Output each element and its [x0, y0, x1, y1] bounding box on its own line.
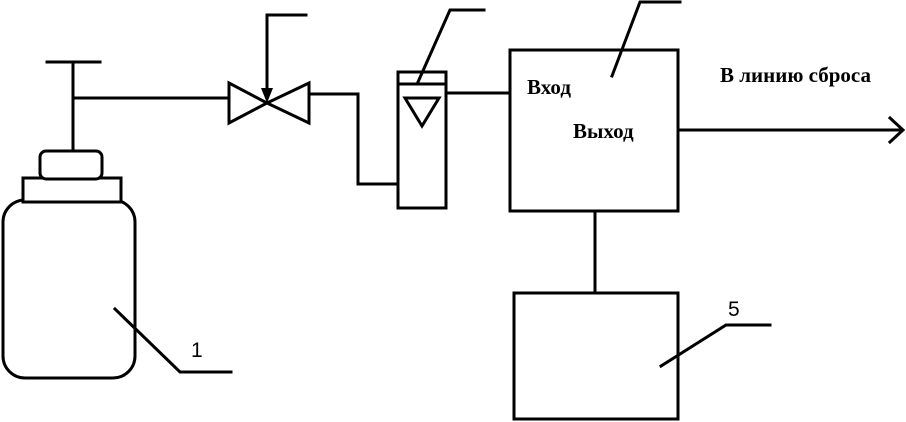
gas-cylinder	[1, 60, 137, 380]
flowmeter	[396, 8, 486, 210]
recorder-box	[512, 291, 680, 421]
valve-stem-arrowhead	[261, 88, 273, 103]
recorder-callout-number: 5	[728, 298, 740, 321]
needle-valve	[227, 13, 311, 126]
analyzer-inlet-label: Вход	[527, 75, 571, 99]
cylinder-callout-leader	[112, 306, 233, 374]
cylinder-cap	[38, 149, 104, 181]
discharge-label: В линию сброса	[720, 63, 871, 87]
flowmeter-tube	[396, 70, 448, 210]
analyzer-callout-leader	[610, 0, 682, 78]
discharge-arrowhead	[887, 115, 906, 145]
flowmeter-callout-leader	[416, 8, 486, 84]
pipe-valve-to-flowmeter	[308, 92, 400, 186]
analyzer-box	[508, 48, 680, 213]
valve-right-wedge	[263, 80, 311, 126]
flowmeter-float	[402, 96, 442, 129]
analyzer: Вход Выход	[508, 0, 682, 213]
recorder: 5	[512, 291, 772, 421]
analyzer-outlet-label: Выход	[573, 119, 634, 143]
recorder-callout-leader	[658, 323, 772, 369]
valve-left-wedge	[227, 80, 271, 126]
cylinder-body	[1, 198, 137, 380]
cylinder-callout-number: 1	[191, 339, 203, 362]
cylinder-shoulder	[21, 176, 123, 204]
